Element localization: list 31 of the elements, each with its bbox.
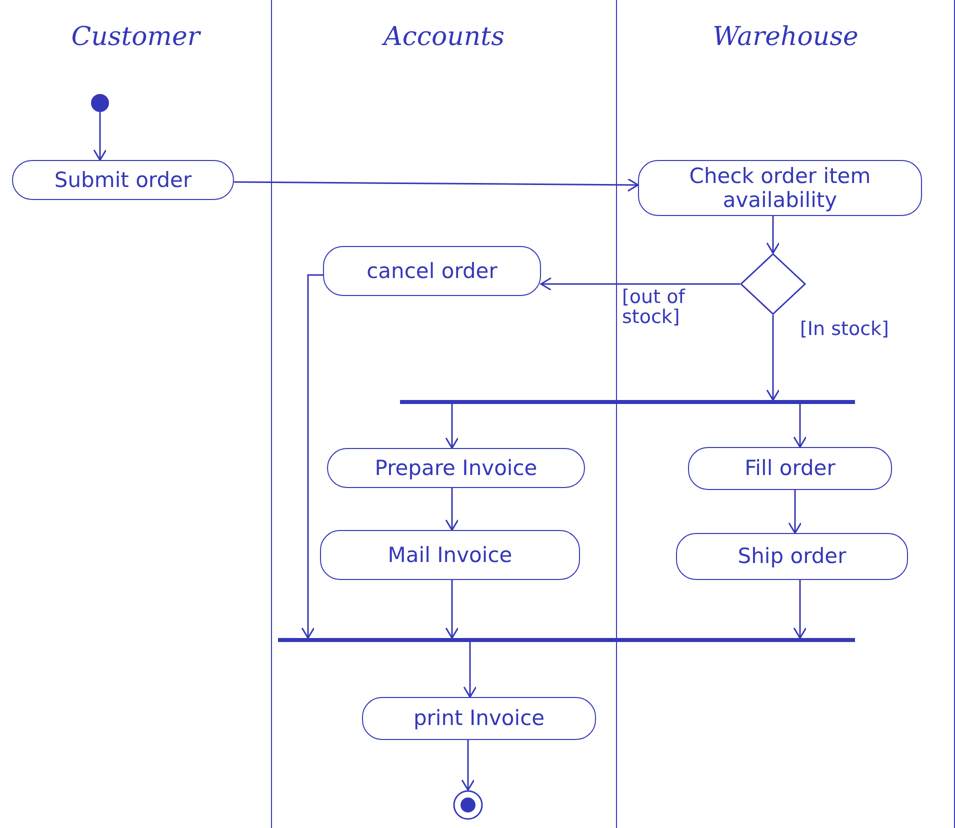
arrow xyxy=(461,740,475,791)
activity-box: Submit order xyxy=(12,160,234,200)
arrow xyxy=(234,178,639,192)
arrow xyxy=(766,315,780,401)
arrow xyxy=(766,216,780,254)
arrow xyxy=(463,642,477,698)
lane-header: Warehouse xyxy=(712,22,860,52)
arrow xyxy=(788,490,802,534)
sync-bar xyxy=(400,400,855,404)
activity-box: Ship order xyxy=(676,533,908,580)
activity-box: print Invoice xyxy=(362,697,596,740)
decision-diamond xyxy=(740,253,806,315)
start-node xyxy=(91,94,109,112)
arrow xyxy=(445,580,459,639)
arrow xyxy=(445,404,459,449)
arrow xyxy=(93,112,107,161)
arrow xyxy=(793,580,807,639)
activity-box: cancel order xyxy=(323,246,541,296)
activity-box: Check order item availability xyxy=(638,160,922,216)
lane-header: Customer xyxy=(70,22,202,52)
arrow xyxy=(793,404,807,448)
arrow xyxy=(301,274,323,639)
activity-box: Fill order xyxy=(688,447,892,490)
guard-label: [In stock] xyxy=(800,320,889,340)
arrow xyxy=(445,488,459,531)
activity-box: Prepare Invoice xyxy=(327,448,585,488)
sync-bar xyxy=(278,638,855,642)
arrow xyxy=(540,277,740,291)
end-node xyxy=(453,790,483,820)
activity-box: Mail Invoice xyxy=(320,530,580,580)
lane-header: Accounts xyxy=(380,22,506,52)
